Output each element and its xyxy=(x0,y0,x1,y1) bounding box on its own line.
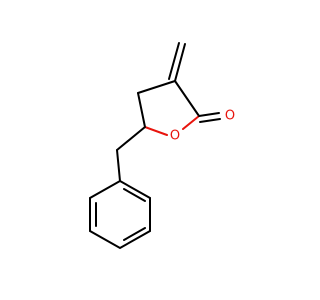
bond-c2-o-b xyxy=(199,118,221,123)
bond-c4-c3 xyxy=(137,80,176,94)
bond-c5-ch2 xyxy=(116,126,146,151)
molecule-canvas: O O xyxy=(89,42,236,250)
carbonyl-oxygen-label: O xyxy=(225,109,235,124)
benzene-inner-bond-2 xyxy=(123,227,146,241)
molecule-structure: O O xyxy=(89,42,235,250)
bond-c3-ch2-b xyxy=(168,42,180,80)
bond-o1-c5 xyxy=(144,126,168,136)
bond-c3-ch2-a xyxy=(174,43,186,82)
bond-c2-o1 xyxy=(182,115,200,130)
bond-ch2-ipso xyxy=(116,149,121,182)
benzene-ring xyxy=(89,179,151,250)
bond-c3-c2 xyxy=(174,80,200,117)
benzene-inner-bond-1 xyxy=(123,188,146,202)
bond-c2-o-a xyxy=(198,112,220,117)
ring-oxygen-label: O xyxy=(170,129,180,144)
bond-c5-c4 xyxy=(137,92,146,128)
